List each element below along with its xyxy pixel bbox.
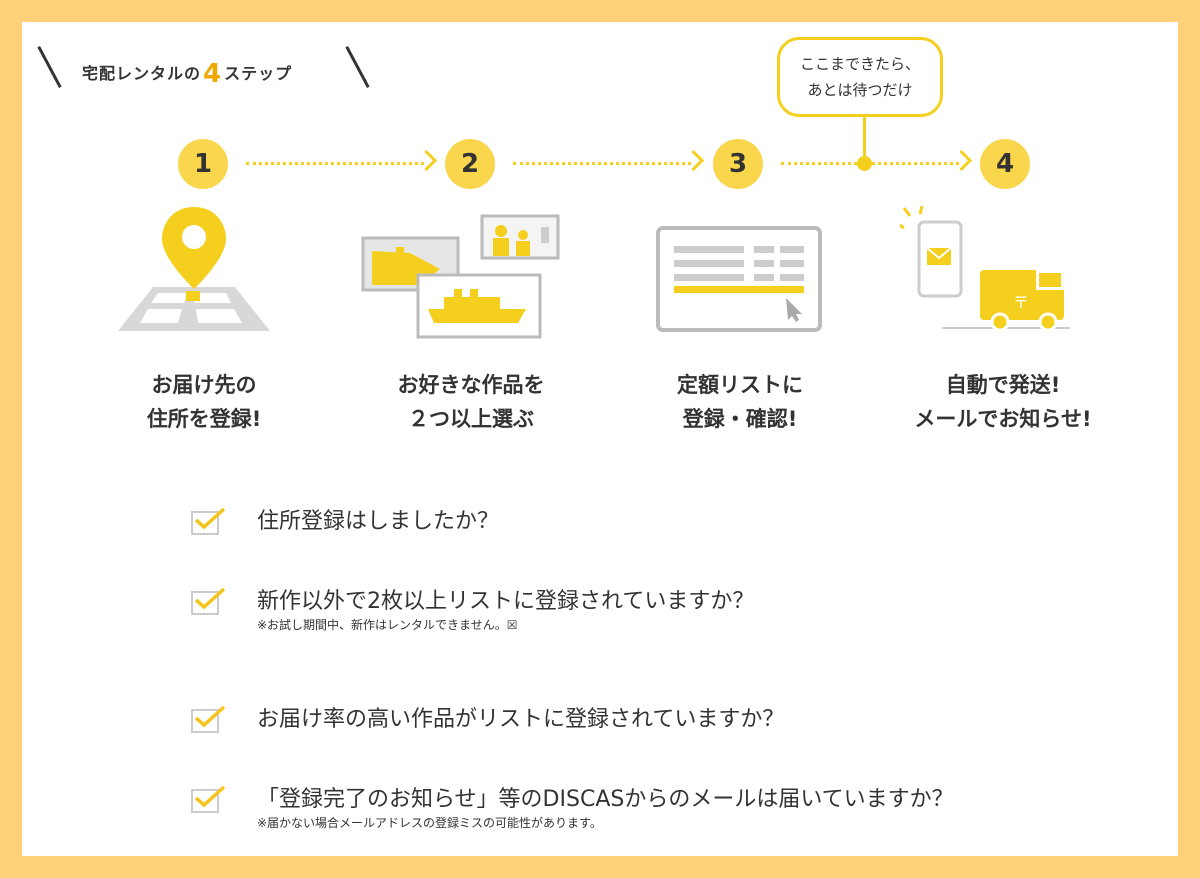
callout-line-1: ここまできたら、 bbox=[799, 55, 920, 73]
checklist-text: 住所登録はしましたか？ bbox=[257, 509, 500, 534]
step-4-caption-line-1: 自動で発送! bbox=[945, 373, 1061, 397]
checklist-note: ※お試し期間中、新作はレンタルできません。☒ bbox=[257, 618, 518, 632]
wait-callout: ここまできたら、 あとは待つだけ bbox=[777, 37, 943, 117]
checklist-text: 「登録完了のお知らせ」等のDISCASからのメールは届いていますか？ bbox=[257, 787, 954, 812]
checkbox-checked-icon bbox=[191, 507, 226, 535]
callout-stem bbox=[863, 116, 866, 162]
checklist-note: ※届かない場合メールアドレスの登録ミスの可能性があります。 bbox=[257, 816, 602, 830]
map-pin-icon bbox=[118, 205, 270, 333]
list-screen-icon bbox=[656, 226, 822, 332]
step-4-caption: 自動で発送! メールでお知らせ! bbox=[893, 368, 1113, 436]
step-2-caption-line-2: ２つ以上選ぶ bbox=[408, 407, 534, 431]
step-2-caption-line-1: お好きな作品を bbox=[397, 373, 545, 397]
step-4-badge: 4 bbox=[980, 139, 1030, 189]
connector-2-3 bbox=[513, 162, 691, 165]
heading-prefix: 宅配レンタルの bbox=[82, 64, 202, 83]
connector-1-2 bbox=[246, 162, 424, 165]
step-3-caption-line-1: 定額リストに bbox=[677, 373, 803, 397]
heading-suffix: ステップ bbox=[224, 64, 293, 83]
step-2-badge: 2 bbox=[445, 139, 495, 189]
callout-line-2: あとは待つだけ bbox=[807, 81, 913, 99]
checkbox-checked-icon bbox=[191, 785, 226, 813]
step-2-caption: お好きな作品を ２つ以上選ぶ bbox=[361, 368, 581, 436]
step-3-badge: 3 bbox=[713, 139, 763, 189]
checklist-text: 新作以外で2枚以上リストに登録されていますか？ bbox=[257, 589, 755, 614]
phone-and-truck-icon: 〒 bbox=[897, 205, 1072, 334]
heading-slash-right bbox=[345, 45, 370, 89]
connector-3-4 bbox=[781, 162, 959, 165]
step-1-caption: お届け先の 住所を登録! bbox=[94, 368, 314, 436]
step-1-badge: 1 bbox=[178, 139, 228, 189]
heading-number: 4 bbox=[203, 59, 223, 89]
heading-slash-left bbox=[37, 45, 62, 89]
step-1-caption-line-1: お届け先の bbox=[151, 373, 257, 397]
step-3-caption-line-2: 登録・確認! bbox=[682, 407, 798, 431]
step-3-caption: 定額リストに 登録・確認! bbox=[630, 368, 850, 436]
checkbox-checked-icon bbox=[191, 705, 226, 733]
checklist-text: お届け率の高い作品がリストに登録されていますか？ bbox=[257, 707, 785, 732]
svg-text:〒: 〒 bbox=[1013, 293, 1029, 312]
checkbox-checked-icon bbox=[191, 587, 226, 615]
movie-cards-icon bbox=[360, 213, 562, 341]
step-4-caption-line-2: メールでお知らせ! bbox=[914, 407, 1092, 431]
step-1-caption-line-2: 住所を登録! bbox=[146, 407, 262, 431]
